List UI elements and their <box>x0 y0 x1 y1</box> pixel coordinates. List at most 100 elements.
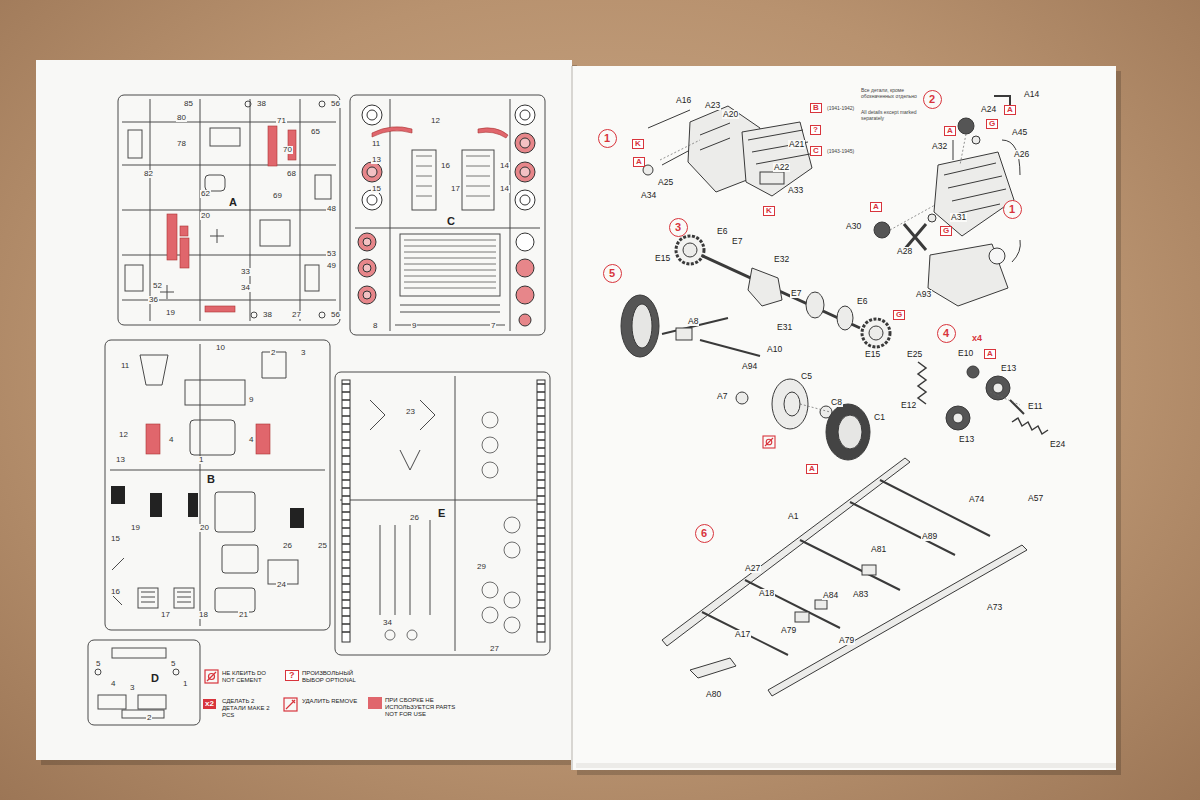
callout-number: E7 <box>790 289 802 298</box>
step-number: 2 <box>929 94 935 105</box>
callout-number: 12 <box>430 117 441 125</box>
legend-item: НЕ КЛЕИТЬ DO NOT CEMENT <box>222 670 278 684</box>
callout-number: E24 <box>1049 440 1066 449</box>
callout-number: A28 <box>896 247 913 256</box>
callout-number: 13 <box>115 456 126 464</box>
callout-number: 5 <box>170 660 176 668</box>
callout-number: 8 <box>372 322 378 330</box>
callout-number: B <box>810 103 822 113</box>
callout-number: 34 <box>240 284 251 292</box>
callout-number: 52 <box>152 282 163 290</box>
callout-number: C5 <box>800 372 813 381</box>
callout-number: 12 <box>118 431 129 439</box>
legend-text: ПРИ СБОРКЕ НЕ ИСПОЛЬЗУЕТСЯ PARTS NOT FOR… <box>385 697 463 719</box>
callout-number: 25 <box>317 542 328 550</box>
callout-number: 14 <box>499 185 510 193</box>
callout-number: A30 <box>845 222 862 231</box>
callout-number: 70 <box>282 146 293 154</box>
callout-number: 38 <box>262 311 273 319</box>
callout-number: A89 <box>921 532 938 541</box>
callout-number: A32 <box>931 142 948 151</box>
callout-number: 21 <box>238 611 249 619</box>
callout-number: G <box>986 119 998 129</box>
callout-number: A14 <box>1023 90 1040 99</box>
callout-number: 26 <box>282 542 293 550</box>
callout-number: 27 <box>291 311 302 319</box>
callout-number: 71 <box>276 117 287 125</box>
callout-number: 24 <box>276 581 287 589</box>
callout-number: A21 <box>788 140 805 149</box>
callout-number: A74 <box>968 495 985 504</box>
callout-number: 7 <box>490 322 496 330</box>
callout-number: x4 <box>971 334 983 343</box>
callout-number: K <box>763 206 775 216</box>
step-number: 1 <box>1009 204 1015 215</box>
callout-number: B <box>206 474 216 485</box>
callout-number: 53 <box>326 250 337 258</box>
callout-number: 14 <box>499 162 510 170</box>
callout-number: 17 <box>160 611 171 619</box>
step-circle: 2 <box>923 90 942 109</box>
callout-number: 29 <box>476 563 487 571</box>
callout-number: E32 <box>773 255 790 264</box>
callout-number: 19 <box>130 524 141 532</box>
callout-number: E25 <box>906 350 923 359</box>
callout-number: 80 <box>176 114 187 122</box>
callout-number: E12 <box>900 401 917 410</box>
callout-number: 18 <box>198 611 209 619</box>
callout-number: 16 <box>440 162 451 170</box>
callout-number: A24 <box>980 105 997 114</box>
legend-item: СДЕЛАТЬ 2 ДЕТАЛИ MAKE 2 PCS <box>222 698 278 720</box>
callout-number: 48 <box>326 205 337 213</box>
callout-number: C1 <box>873 413 886 422</box>
callout-number: A16 <box>675 96 692 105</box>
callout-number: 82 <box>143 170 154 178</box>
callout-number: 4 <box>248 436 254 444</box>
callout-number: 13 <box>371 156 382 164</box>
step-number: 3 <box>675 222 681 233</box>
callout-number: All details except marked separately <box>860 110 924 122</box>
callout-number: A31 <box>950 213 967 222</box>
callout-number: Все детали, кроме обозначенных отдельно <box>860 88 924 100</box>
step-number: 1 <box>604 133 610 144</box>
callout-number: A <box>944 126 956 136</box>
callout-number: A1 <box>787 512 799 521</box>
callout-number: 23 <box>405 408 416 416</box>
callout-number: A <box>870 202 882 212</box>
callout-number: K <box>632 139 644 149</box>
callout-number: E15 <box>864 350 881 359</box>
callout-number: A79 <box>838 636 855 645</box>
callout-number: A83 <box>852 590 869 599</box>
callout-number: ? <box>285 670 299 681</box>
step-circle: 6 <box>695 524 714 543</box>
callout-number: 11 <box>120 362 130 370</box>
callout-number: E13 <box>1000 364 1017 373</box>
callout-number: C8 <box>830 398 843 407</box>
callout-number: 62 <box>200 190 211 198</box>
callout-number: A <box>633 157 645 167</box>
legend-text: СДЕЛАТЬ 2 ДЕТАЛИ MAKE 2 PCS <box>222 698 278 720</box>
callout-number: C <box>810 146 822 156</box>
callout-number: A25 <box>657 178 674 187</box>
callout-number: A7 <box>716 392 728 401</box>
callout-number: E13 <box>958 435 975 444</box>
callout-number: A <box>1004 105 1016 115</box>
step-number: 5 <box>609 268 615 279</box>
callout-number: 27 <box>489 645 500 653</box>
callout-number: A <box>984 349 996 359</box>
callout-number: 3 <box>129 684 135 692</box>
callout-number: A <box>228 197 238 208</box>
callout-number: A94 <box>741 362 758 371</box>
callout-number: 10 <box>215 344 226 352</box>
callout-number: A79 <box>780 626 797 635</box>
callout-number: A33 <box>787 186 804 195</box>
callout-number: E10 <box>957 349 974 358</box>
callout-number: 4 <box>110 680 116 688</box>
callout-number: 1 <box>182 680 188 688</box>
callout-number: A8 <box>687 317 699 326</box>
legend-swatch <box>368 697 382 709</box>
legend-item: ПРИ СБОРКЕ НЕ ИСПОЛЬЗУЕТСЯ PARTS NOT FOR… <box>368 697 463 719</box>
callout-number: A23 <box>704 101 721 110</box>
callout-number: (1943-1945) <box>826 149 855 154</box>
callout-number: A27 <box>744 564 761 573</box>
